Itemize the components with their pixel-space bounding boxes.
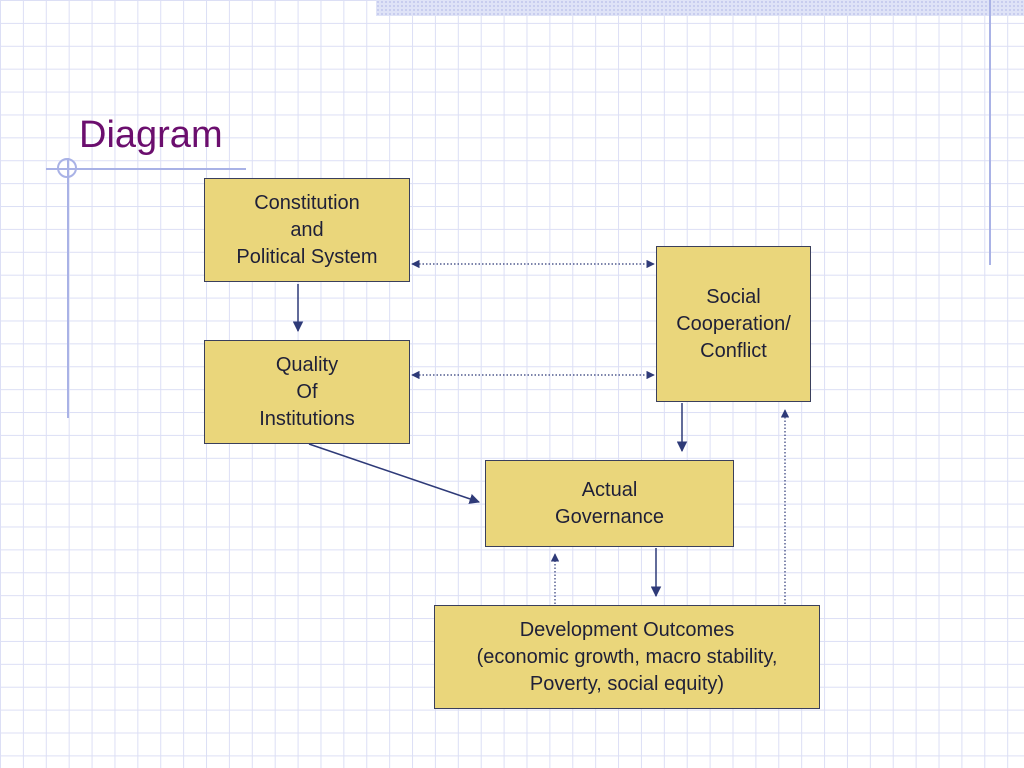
quality-label: Quality Of Institutions <box>259 353 355 430</box>
actual-governance-box: Actual Governance <box>485 460 734 547</box>
constitution-label: Constitution and Political System <box>236 191 378 268</box>
actual-label: Actual Governance <box>555 478 664 528</box>
development-outcomes-box: Development Outcomes (economic growth, m… <box>434 605 820 709</box>
quality-of-institutions-box: Quality Of Institutions <box>204 340 410 444</box>
decorative-left-rule <box>67 158 69 418</box>
constitution-box: Constitution and Political System <box>204 178 410 282</box>
slide-title: Diagram <box>79 114 223 156</box>
arrow-quality-to-actual <box>308 443 480 504</box>
development-label: Development Outcomes (economic growth, m… <box>476 618 778 695</box>
title-underline <box>46 168 246 170</box>
decorative-top-band <box>376 0 1024 16</box>
decorative-right-rule <box>989 0 991 265</box>
social-cooperation-box: Social Cooperation/ Conflict <box>656 246 811 402</box>
social-label: Social Cooperation/ Conflict <box>676 285 791 362</box>
title-circle-ornament <box>57 158 77 178</box>
